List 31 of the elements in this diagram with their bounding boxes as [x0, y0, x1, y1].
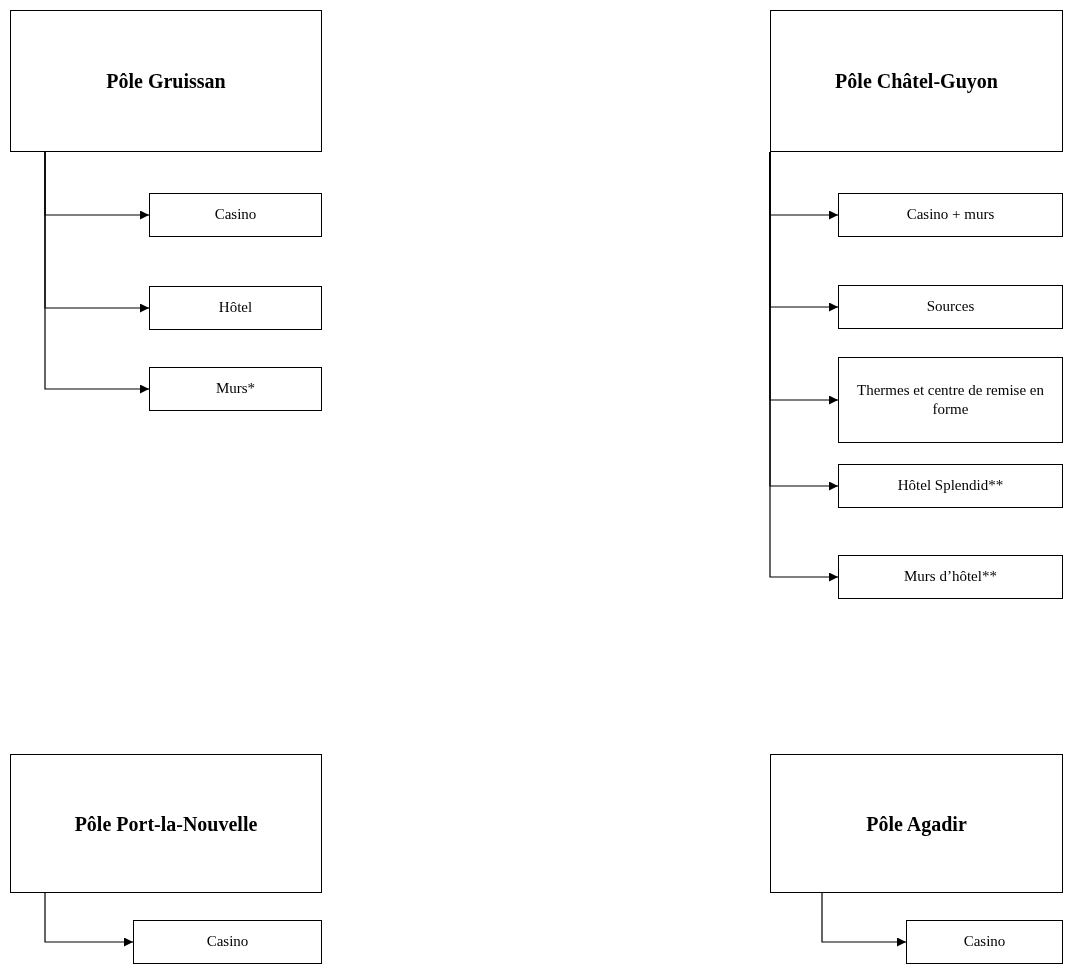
item-label: Hôtel — [218, 298, 253, 318]
item-label: Murs d’hôtel** — [904, 567, 997, 587]
item-label: Casino — [214, 205, 257, 225]
group-box — [10, 754, 322, 893]
item-box — [838, 555, 1063, 599]
item-label: Murs* — [215, 379, 256, 399]
item-box — [149, 193, 322, 237]
item-box — [906, 920, 1063, 964]
item-box — [838, 464, 1063, 508]
item-label: Sources — [926, 297, 975, 317]
group-box — [10, 10, 322, 152]
group-title: Pôle Gruissan — [106, 69, 226, 94]
group-title: Pôle Châtel-Guyon — [835, 69, 998, 94]
item-box — [149, 286, 322, 330]
item-box — [838, 193, 1063, 237]
connector-arrow — [44, 892, 134, 947]
connector-arrow — [821, 892, 907, 947]
item-label: Casino — [206, 932, 249, 952]
item-label: Hôtel Splendid** — [897, 476, 1004, 496]
group-title: Pôle Port-la-Nouvelle — [74, 811, 258, 837]
item-label: Thermes et centre de remise en forme — [856, 380, 1045, 419]
item-label: Casino + murs — [906, 205, 995, 225]
group-box — [770, 754, 1063, 893]
group-title: Pôle Agadir — [866, 811, 967, 837]
item-box — [133, 920, 322, 964]
item-box — [838, 357, 1063, 443]
connector-arrow — [44, 151, 150, 394]
group-box — [770, 10, 1063, 152]
item-label: Casino — [963, 932, 1006, 952]
item-box — [149, 367, 322, 411]
item-box — [838, 285, 1063, 329]
